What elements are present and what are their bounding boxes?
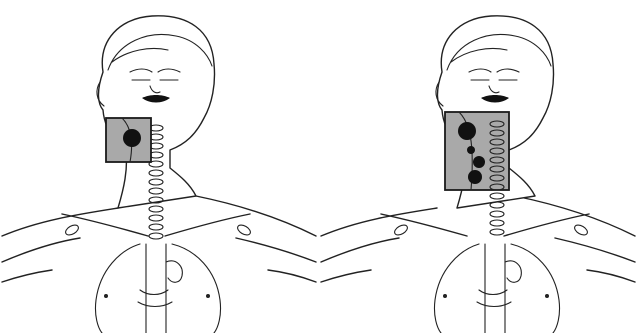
nipple-left (443, 294, 447, 298)
upper-arm-line (2, 238, 316, 262)
arm-crease-line (2, 270, 316, 282)
ribs (138, 290, 172, 307)
lung-left (95, 244, 140, 333)
shoulder-joint-left (393, 223, 409, 237)
heart (166, 261, 182, 282)
lung-right (511, 244, 560, 333)
sternum (485, 244, 505, 333)
heart (505, 261, 521, 282)
clavicle-left (381, 214, 467, 236)
figure-right-drawing (319, 0, 637, 333)
figure-right (319, 0, 637, 333)
shoulder-joint-right (236, 223, 252, 237)
lesion (473, 156, 485, 168)
figure-left-drawing (0, 0, 318, 333)
lesion (468, 170, 482, 184)
shoulder-joint-left (64, 223, 80, 237)
sternum (146, 244, 166, 333)
nipple-left (104, 294, 108, 298)
nipple-right (206, 294, 210, 298)
nipple-right (545, 294, 549, 298)
upper-arm-line (321, 238, 635, 262)
lung-left (434, 244, 479, 333)
shoulder-joint-right (573, 223, 589, 237)
lesion (467, 146, 475, 154)
arm-crease-line (321, 270, 635, 282)
ribs (477, 290, 511, 307)
lesion (123, 129, 141, 147)
figure-left (0, 0, 318, 333)
lesion (458, 122, 476, 140)
lung-right (172, 244, 221, 333)
clavicle-right (165, 214, 250, 236)
